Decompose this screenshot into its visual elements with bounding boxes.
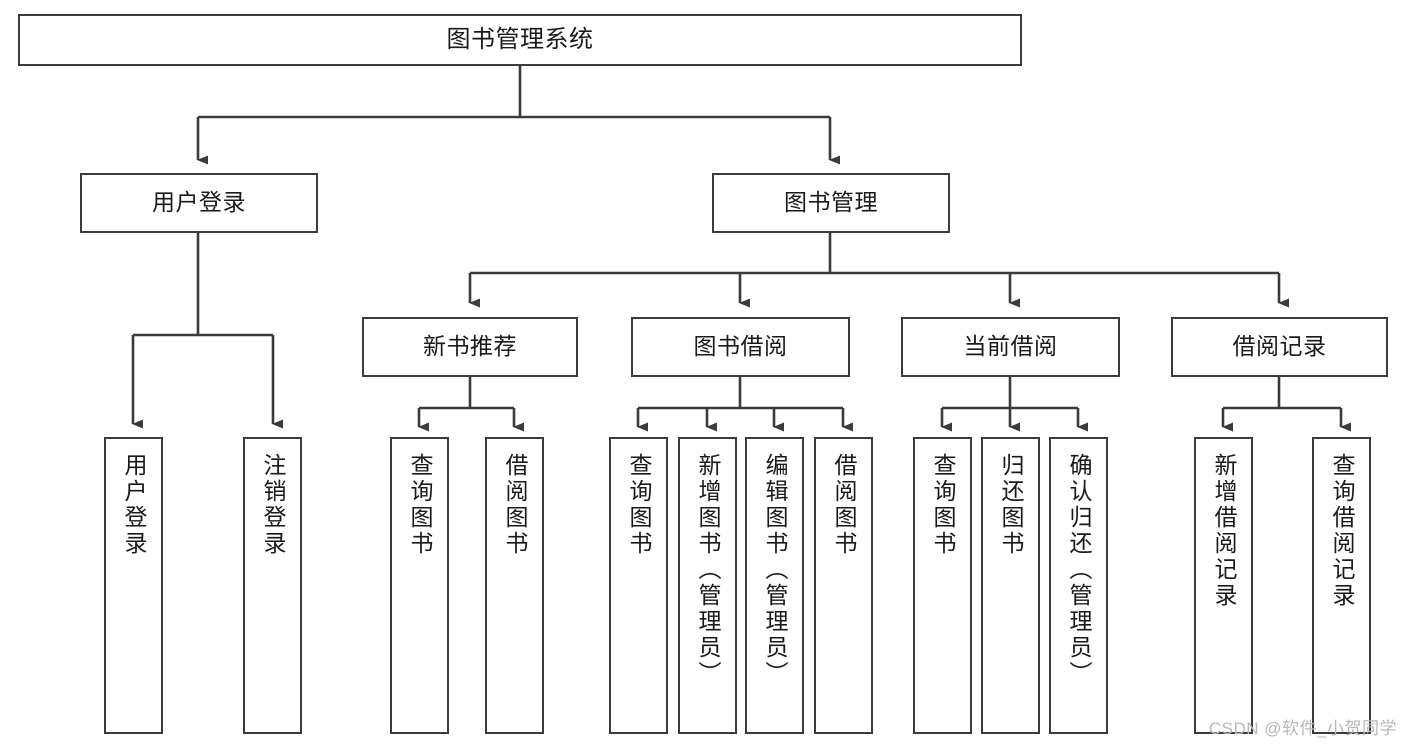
node-book-manage-label: 图书管理 <box>784 189 878 216</box>
node-leaf-query-book-rec-label: 查询图书 <box>407 453 433 557</box>
node-book-borrow[interactable]: 图书借阅 <box>631 317 850 377</box>
node-leaf-user-login-label: 用户登录 <box>121 453 147 557</box>
node-book-manage[interactable]: 图书管理 <box>712 173 950 233</box>
node-leaf-add-book-admin[interactable]: 新增图书（管理员） <box>678 437 737 734</box>
node-leaf-query-book-borrow[interactable]: 查询图书 <box>609 437 668 734</box>
node-leaf-query-borrow-record[interactable]: 查询借阅记录 <box>1312 437 1371 734</box>
node-root-label: 图书管理系统 <box>446 25 594 53</box>
node-borrow-record-label: 借阅记录 <box>1232 333 1327 360</box>
node-borrow-record[interactable]: 借阅记录 <box>1171 317 1388 377</box>
node-new-book-recommend[interactable]: 新书推荐 <box>362 317 578 377</box>
node-leaf-query-book-rec[interactable]: 查询图书 <box>390 437 449 734</box>
node-leaf-add-book-admin-label: 新增图书（管理员） <box>695 453 721 687</box>
node-leaf-query-book-current[interactable]: 查询图书 <box>913 437 972 734</box>
node-leaf-add-borrow-record[interactable]: 新增借阅记录 <box>1194 437 1253 734</box>
node-leaf-query-borrow-record-label: 查询借阅记录 <box>1329 453 1355 609</box>
node-new-book-recommend-label: 新书推荐 <box>423 333 517 360</box>
node-root[interactable]: 图书管理系统 <box>18 14 1022 66</box>
node-leaf-borrow-book[interactable]: 借阅图书 <box>814 437 873 734</box>
node-leaf-query-book-borrow-label: 查询图书 <box>626 453 652 557</box>
node-leaf-logout-label: 注销登录 <box>260 453 286 557</box>
node-leaf-edit-book-admin[interactable]: 编辑图书（管理员） <box>745 437 804 734</box>
node-leaf-user-login[interactable]: 用户登录 <box>104 437 163 734</box>
node-book-borrow-label: 图书借阅 <box>693 333 788 360</box>
node-current-borrow-label: 当前借阅 <box>963 333 1058 360</box>
node-leaf-borrow-book-rec-label: 借阅图书 <box>502 453 528 557</box>
node-user-login-label: 用户登录 <box>152 189 246 216</box>
node-leaf-borrow-book-label: 借阅图书 <box>831 453 857 557</box>
node-user-login[interactable]: 用户登录 <box>80 173 318 233</box>
node-leaf-confirm-return-admin[interactable]: 确认归还（管理员） <box>1049 437 1108 734</box>
node-leaf-borrow-book-rec[interactable]: 借阅图书 <box>485 437 544 734</box>
node-leaf-return-book[interactable]: 归还图书 <box>981 437 1040 734</box>
node-leaf-return-book-label: 归还图书 <box>998 453 1024 557</box>
node-leaf-add-borrow-record-label: 新增借阅记录 <box>1211 453 1237 609</box>
node-current-borrow[interactable]: 当前借阅 <box>901 317 1120 377</box>
node-leaf-confirm-return-admin-label: 确认归还（管理员） <box>1066 453 1092 687</box>
node-leaf-logout[interactable]: 注销登录 <box>243 437 302 734</box>
node-leaf-edit-book-admin-label: 编辑图书（管理员） <box>762 453 788 687</box>
node-leaf-query-book-current-label: 查询图书 <box>930 453 956 557</box>
